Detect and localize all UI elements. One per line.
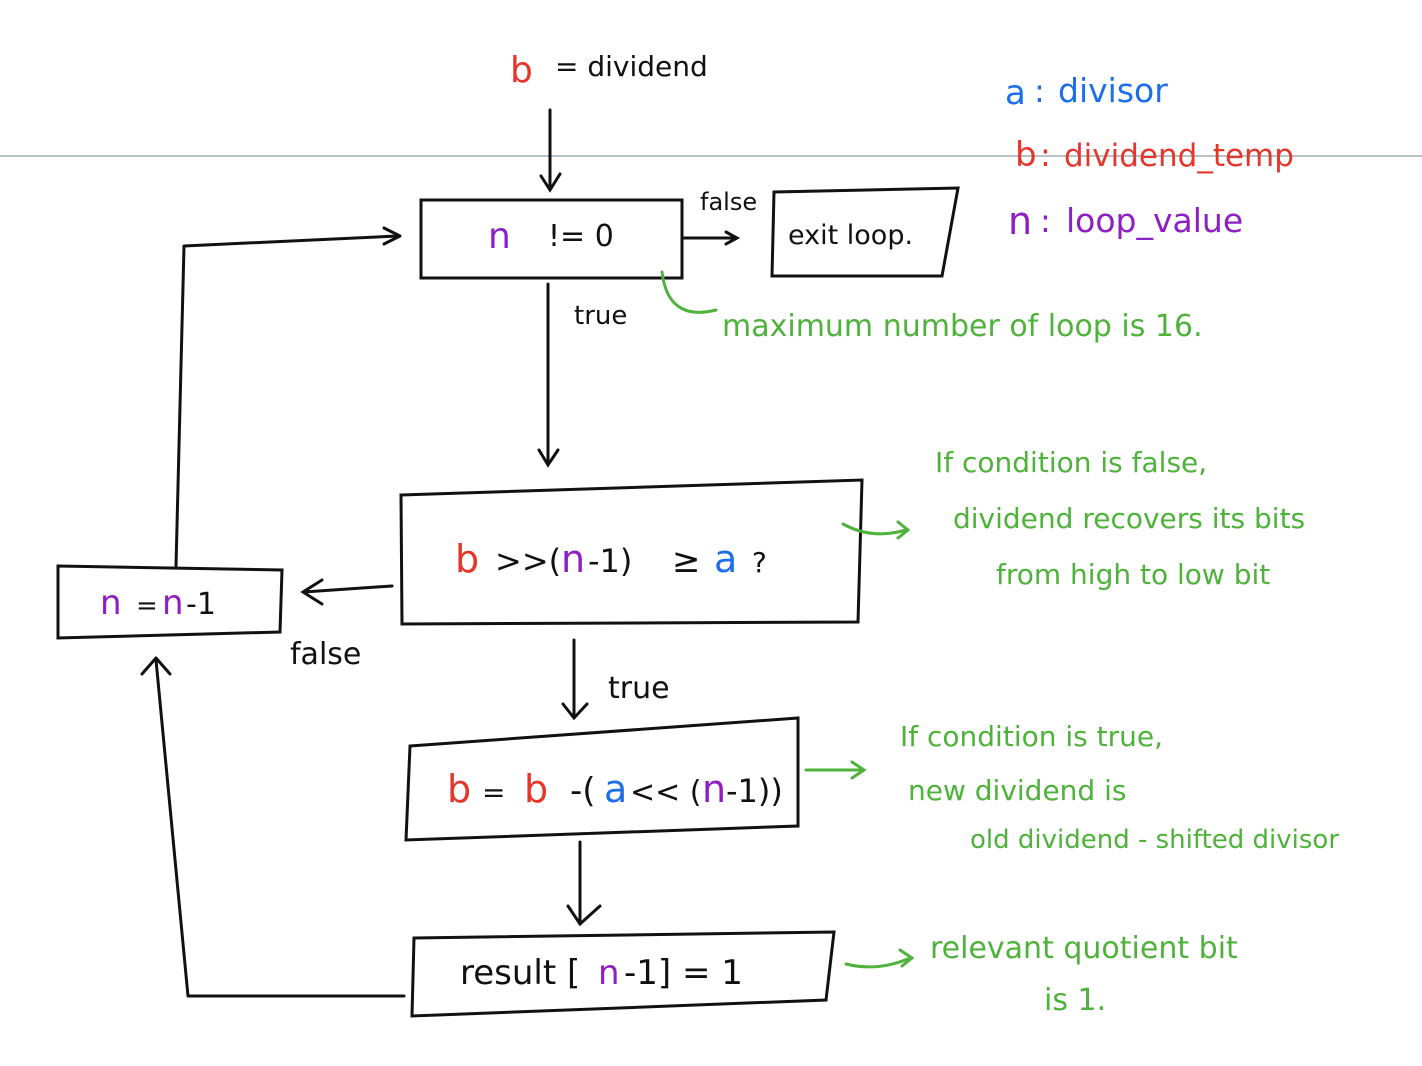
arrow-decrement-to-check (174, 226, 402, 568)
arrow-check-to-exit (682, 230, 741, 246)
legend-a-key: a (1005, 73, 1026, 113)
exit-loop-label: exit loop. (788, 220, 913, 251)
note-true-condition: If condition is true, new dividend is ol… (804, 720, 1339, 855)
compare-expression: b >>( n -1) ≥ a ? (455, 537, 767, 581)
decrement-expression: n = n -1 (100, 583, 216, 623)
compare-a: a (714, 537, 737, 581)
arrow-update-to-result (566, 840, 602, 927)
result-post: -1] = 1 (624, 953, 743, 993)
compare-b: b (455, 537, 479, 581)
legend: a : divisor b : dividend_temp n : loop_v… (1005, 71, 1294, 243)
arrow-check-to-compare (537, 282, 560, 468)
arrow-result-to-decrement (140, 656, 406, 998)
legend-b-key: b (1015, 135, 1037, 175)
compare-box: b >>( n -1) ≥ a ? (399, 478, 864, 626)
update-eq: = (482, 776, 505, 809)
legend-b-sep: : (1040, 136, 1051, 174)
update-box: b = b -( a << ( n -1)) (404, 716, 800, 842)
compare-geq: ≥ (672, 541, 701, 581)
legend-n-text: loop_value (1066, 201, 1243, 240)
note-quotient-line2: is 1. (1044, 983, 1106, 1018)
arrow-start-to-check (539, 108, 562, 193)
decrement-eq: = (136, 591, 158, 621)
note-quotient: relevant quotient bit is 1. (844, 931, 1238, 1018)
legend-n-key: n (1008, 199, 1032, 243)
result-n: n (598, 953, 620, 993)
note-true-line1: If condition is true, (900, 720, 1163, 753)
loop-check-box: n != 0 (419, 198, 684, 280)
note-quotient-line1: relevant quotient bit (930, 931, 1238, 966)
note-true-line2: new dividend is (908, 774, 1126, 807)
arrow-compare-to-decrement (300, 578, 394, 606)
note-false-condition: If condition is false, dividend recovers… (841, 446, 1305, 591)
note-false-line2: dividend recovers its bits (953, 502, 1305, 535)
result-box: result [ n -1] = 1 (410, 930, 836, 1018)
update-shl: << ( (630, 775, 702, 810)
update-a: a (604, 767, 627, 811)
start-rest: = dividend (555, 50, 708, 83)
decrement-box: n = n -1 (56, 564, 284, 640)
edge-label-true-top: true (574, 301, 627, 331)
decrement-n2: n (162, 583, 184, 623)
result-expression: result [ n -1] = 1 (460, 953, 743, 993)
exit-loop-box: exit loop. (770, 186, 960, 278)
compare-shift: >>( (495, 542, 561, 580)
update-b2: b (524, 767, 548, 811)
start-var-b: b (510, 50, 533, 91)
compare-q: ? (752, 546, 767, 579)
update-op: -( (570, 771, 596, 811)
note-false-line1: If condition is false, (935, 446, 1207, 479)
update-expression: b = b -( a << ( n -1)) (447, 767, 783, 811)
note-loop-max: maximum number of loop is 16. (660, 270, 1203, 344)
edge-label-false-left: false (290, 637, 361, 672)
note-false-line3: from high to low bit (996, 558, 1270, 591)
result-pre: result [ (460, 953, 580, 993)
start-label: b = dividend (510, 50, 708, 91)
note-loop-max-text: maximum number of loop is 16. (722, 309, 1203, 344)
compare-minus1: -1) (588, 542, 632, 580)
decrement-minus1: -1 (186, 587, 216, 622)
compare-n: n (561, 537, 585, 581)
update-b1: b (447, 767, 471, 811)
legend-n-sep: : (1040, 202, 1051, 240)
arrow-compare-to-update (561, 638, 589, 721)
edge-label-true-mid: true (608, 671, 670, 706)
edge-label-false-top: false (700, 188, 757, 216)
decrement-n1: n (100, 583, 122, 623)
legend-a-sep: : (1034, 72, 1045, 110)
loop-check-n: n (488, 216, 511, 257)
update-n: n (702, 767, 726, 811)
legend-b-text: dividend_temp (1064, 138, 1294, 174)
note-true-line3: old dividend - shifted divisor (970, 825, 1339, 855)
loop-check-op: != 0 (548, 219, 614, 254)
legend-a-text: divisor (1058, 71, 1168, 110)
update-tail: -1)) (726, 772, 783, 810)
